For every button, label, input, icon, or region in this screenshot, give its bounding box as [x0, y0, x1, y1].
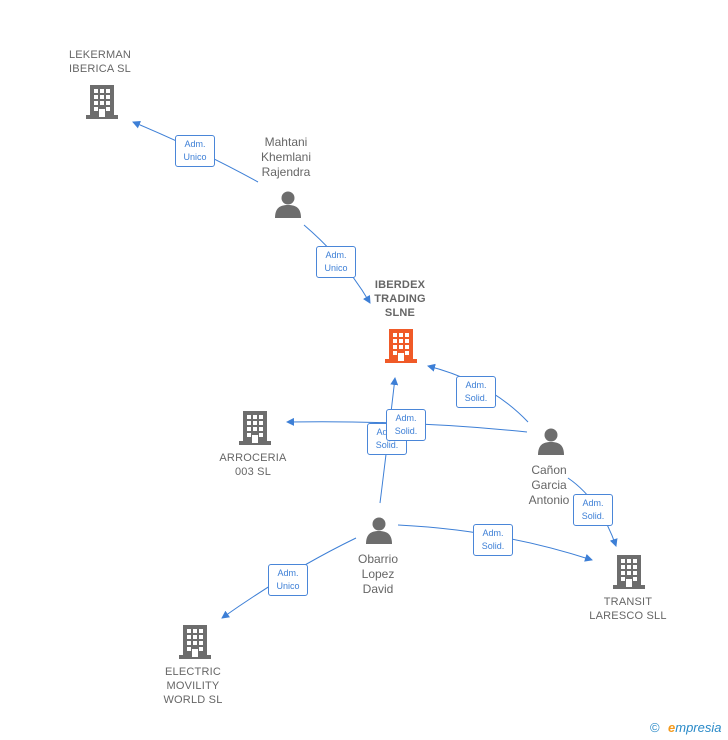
edge-label-mahtani-iberdex[interactable]: Adm. Unico: [316, 246, 356, 278]
person-label-mahtani[interactable]: Mahtani Khemlani Rajendra: [260, 135, 312, 179]
company-label-lekerman[interactable]: LEKERMAN IBERICA SL: [68, 49, 132, 75]
brand-logo[interactable]: empresia: [668, 720, 721, 735]
person-icon[interactable]: [275, 191, 301, 219]
building-icon[interactable]: [385, 329, 417, 363]
person-label-obarrio[interactable]: Obarrio Lopez David: [357, 552, 398, 596]
company-label-iberdex[interactable]: IBERDEX TRADING SLNE: [374, 279, 426, 319]
brand-logo-text: mpresia: [675, 720, 722, 735]
person-label-canon[interactable]: Cañon Garcia Antonio: [528, 463, 570, 507]
person-icon[interactable]: [538, 428, 564, 456]
copyright-symbol: ©: [650, 720, 660, 735]
edge-label-obarrio-transit[interactable]: Adm. Solid.: [473, 524, 513, 556]
edge-label-canon-iberdex[interactable]: Adm. Solid.: [456, 376, 496, 408]
building-icon[interactable]: [613, 555, 645, 589]
building-icon[interactable]: [86, 85, 118, 119]
brand-logo-initial: e: [668, 720, 676, 735]
company-label-electric[interactable]: ELECTRIC MOVILITY WORLD SL: [163, 666, 223, 706]
person-icon[interactable]: [366, 517, 392, 545]
edge-label-mahtani-lekerman[interactable]: Adm. Unico: [175, 135, 215, 167]
edge-label-obarrio-electric[interactable]: Adm. Unico: [268, 564, 308, 596]
edge-label-canon-transit[interactable]: Adm. Solid.: [573, 494, 613, 526]
building-icon[interactable]: [179, 625, 211, 659]
company-label-arroceria[interactable]: ARROCERIA 003 SL: [219, 452, 287, 478]
building-icon[interactable]: [239, 411, 271, 445]
company-label-transit[interactable]: TRANSIT LARESCO SLL: [589, 596, 667, 622]
edge-label-obarrio-iberdex[interactable]: Adm. Solid.: [386, 409, 426, 441]
